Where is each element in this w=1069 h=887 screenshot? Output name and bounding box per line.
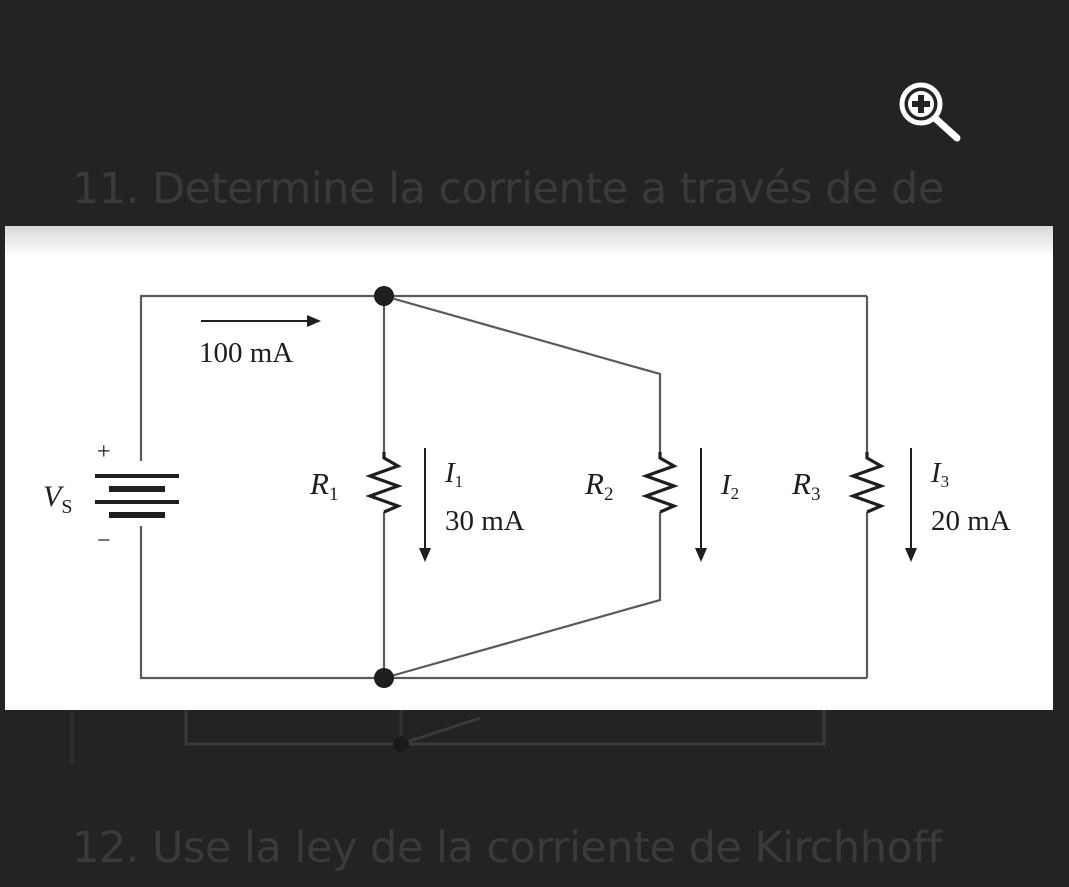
r2-label: R2 xyxy=(584,466,613,505)
r3-label: R3 xyxy=(791,466,820,505)
total-current-value: 100 mA xyxy=(199,337,293,369)
resistors xyxy=(365,452,886,514)
question-11-text: 11. Determine la corriente a través de d… xyxy=(72,164,944,214)
branch-current-arrows xyxy=(424,448,912,550)
bottom-node xyxy=(374,668,394,688)
i2-label: I2 xyxy=(720,469,739,503)
circuit-diagram: + − VS 100 mA R1 R2 R3 I1 30 mA I xyxy=(5,226,1053,688)
i1-value: 30 mA xyxy=(445,505,525,537)
battery-minus: − xyxy=(97,528,111,554)
i3-value: 20 mA xyxy=(931,505,1011,537)
battery-plus: + xyxy=(97,439,111,465)
battery-symbol xyxy=(95,474,179,518)
r1-label: R1 xyxy=(309,466,338,505)
circuit-image-panel: + − VS 100 mA R1 R2 R3 I1 30 mA I xyxy=(5,226,1053,710)
zoom-in-button[interactable] xyxy=(893,80,965,146)
question-12-text: 12. Use la ley de la corriente de Kirchh… xyxy=(72,823,942,873)
source-label: VS xyxy=(43,480,72,518)
wires xyxy=(139,294,869,680)
total-current-arrow xyxy=(201,315,321,327)
i1-label: I1 xyxy=(444,457,463,491)
top-node xyxy=(374,286,394,306)
circuit-ghost-remnant xyxy=(70,710,826,764)
i3-label: I3 xyxy=(930,457,949,491)
zoom-in-icon xyxy=(899,82,961,142)
